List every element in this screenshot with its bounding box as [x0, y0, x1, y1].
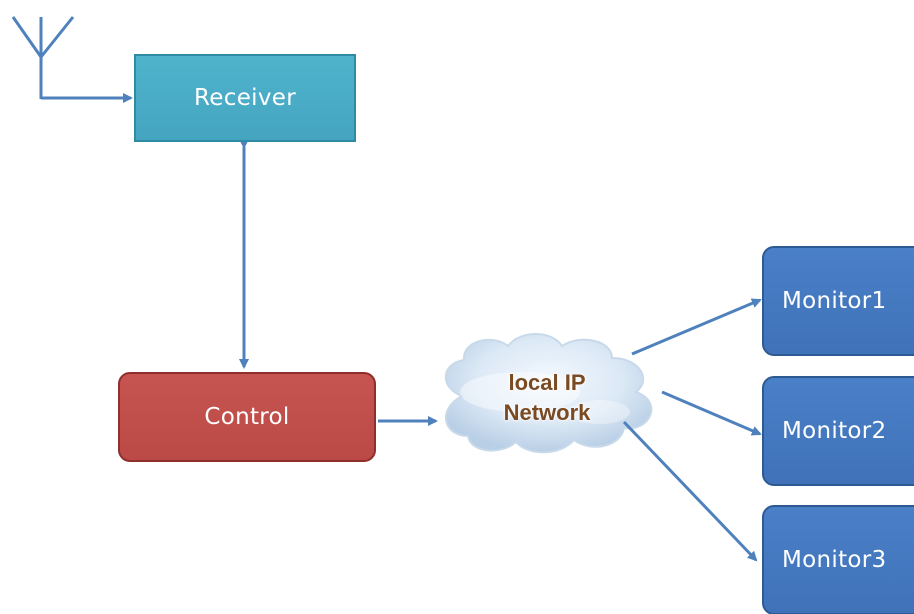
network-label-line-1: local IP: [508, 370, 586, 395]
monitor-2-label: Monitor2: [782, 418, 887, 444]
network-label: local IP Network: [452, 360, 642, 436]
network-to-monitor1-arrow: [631, 298, 762, 356]
monitor-2-box: Monitor2: [762, 376, 914, 486]
cloud-icon: [444, 333, 653, 454]
network-to-monitor3-arrow: [622, 420, 758, 562]
control-box: Control: [118, 372, 376, 462]
network-label-line-2: Network: [503, 400, 591, 425]
receiver-box: Receiver: [134, 54, 356, 142]
monitor-3-label: Monitor3: [782, 547, 887, 573]
monitor-1-label: Monitor1: [782, 288, 887, 314]
monitor-3-box: Monitor3: [762, 505, 914, 614]
receiver-label: Receiver: [194, 85, 296, 111]
control-label: Control: [204, 404, 290, 430]
network-to-monitor2-arrow: [661, 390, 762, 436]
antenna-icon: [11, 16, 75, 99]
monitor-1-box: Monitor1: [762, 246, 914, 356]
